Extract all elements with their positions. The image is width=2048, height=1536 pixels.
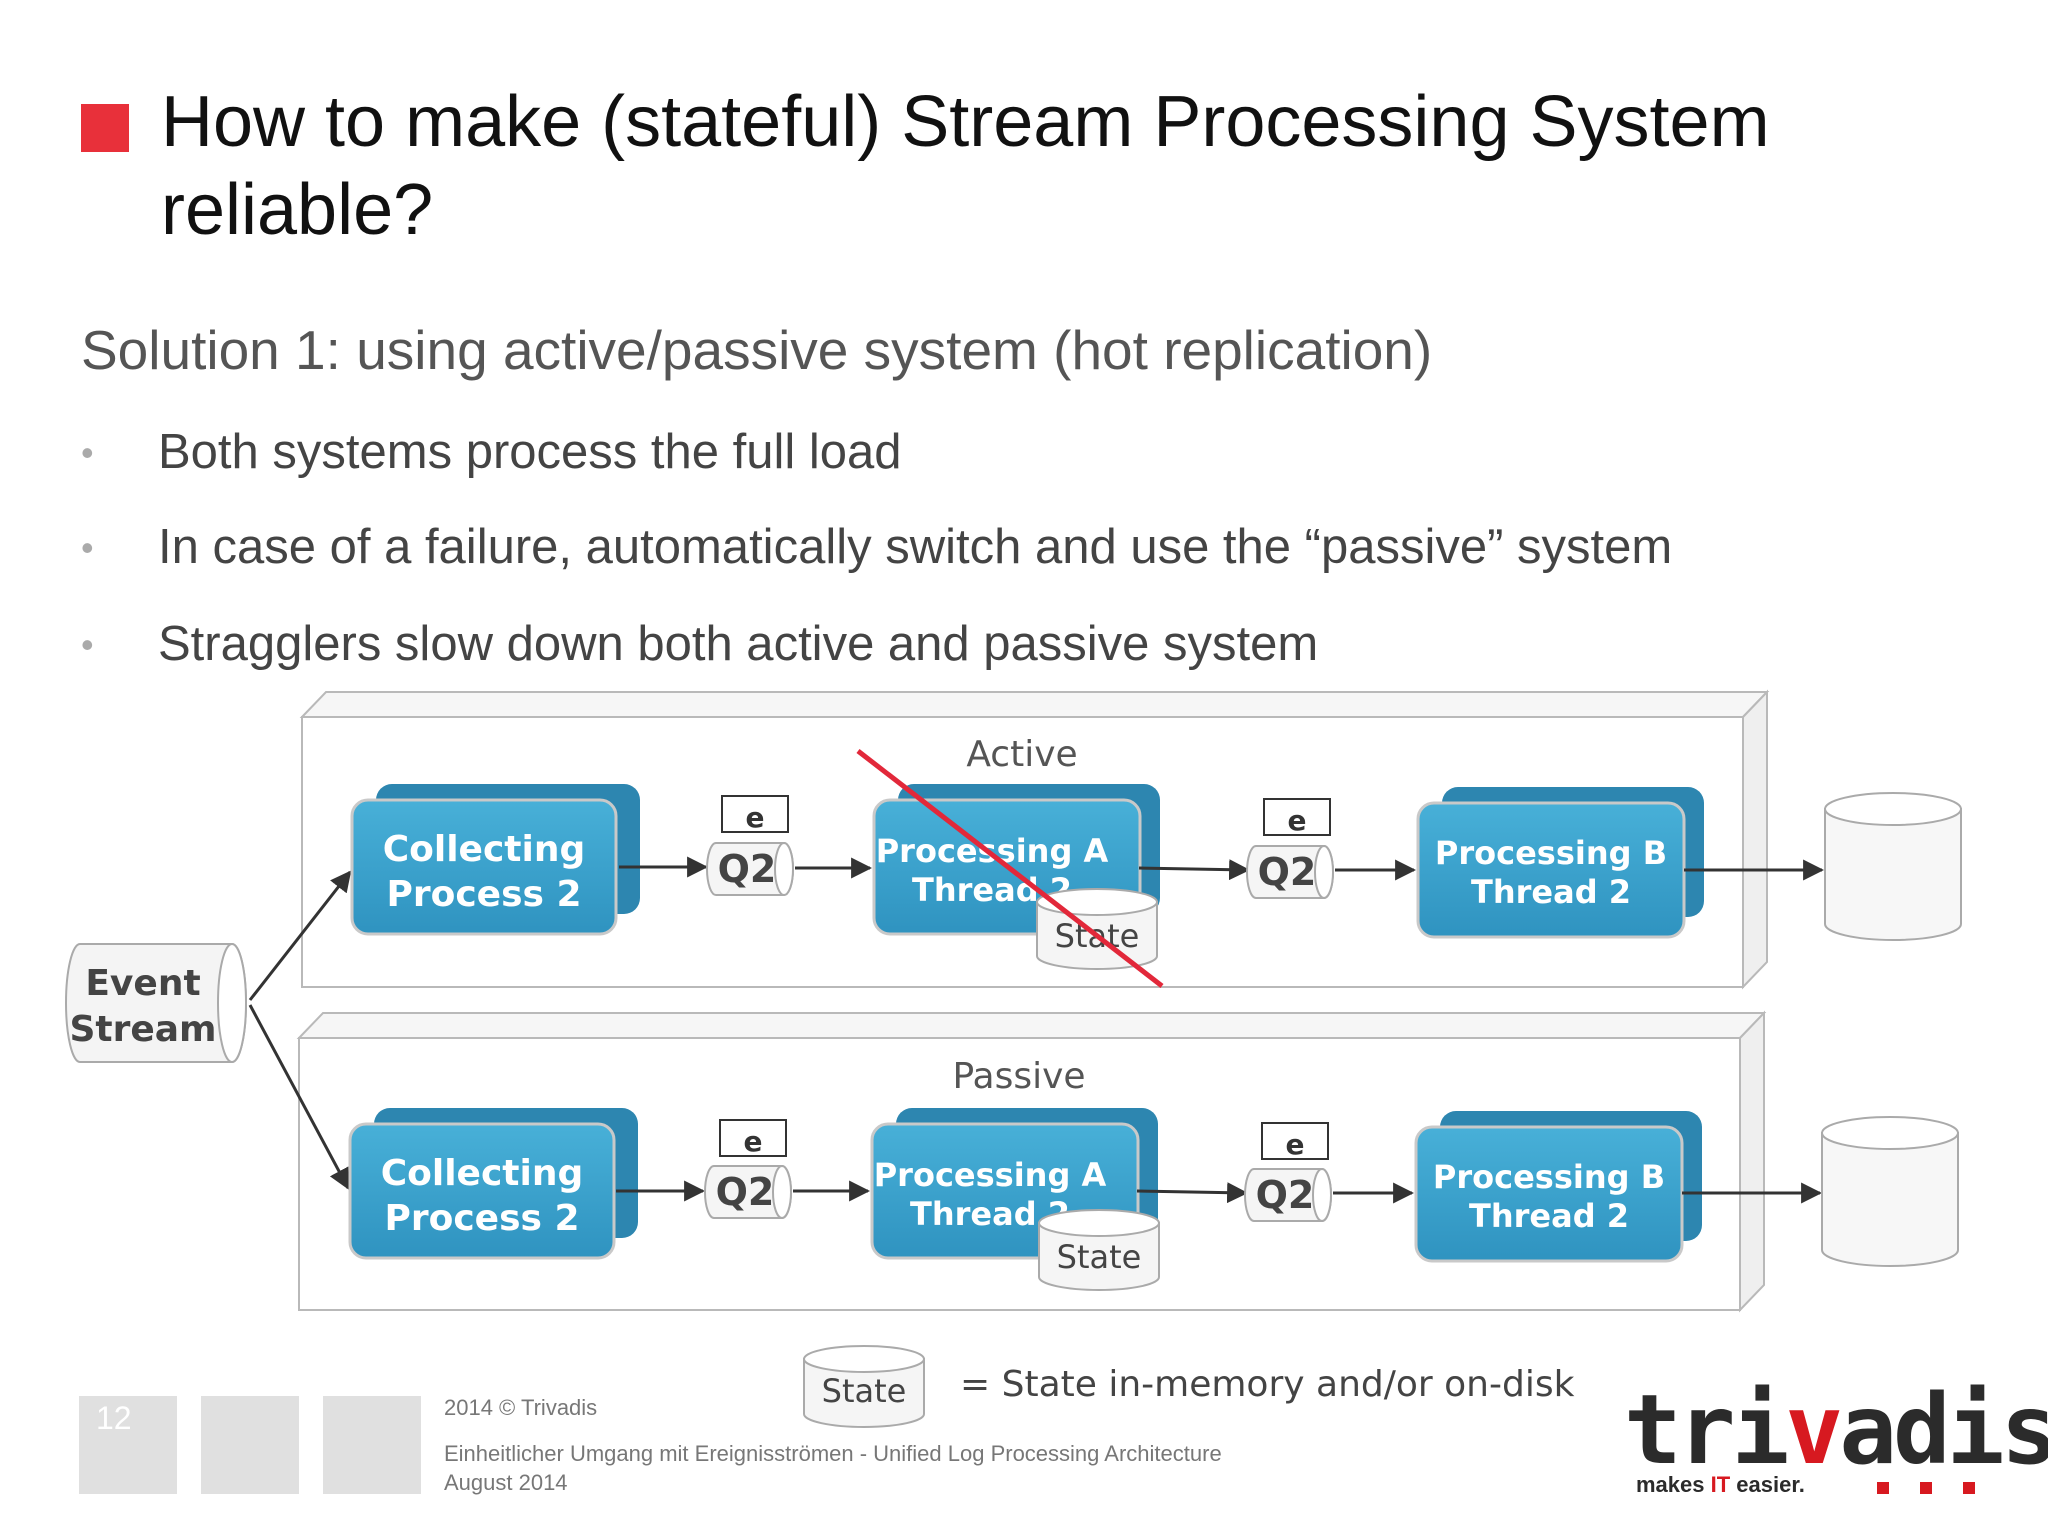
active-proc-b-line2: Thread 2 <box>1471 873 1631 911</box>
event-label: e <box>746 801 765 834</box>
bullet-dot: • <box>81 432 94 473</box>
footer-square <box>323 1396 421 1494</box>
passive-collecting-process: Collecting Process 2 <box>348 1108 638 1260</box>
arrow-to-active <box>248 870 352 1001</box>
passive-queue-2: e Q2 <box>1244 1122 1332 1222</box>
legend-text: = State in-memory and/or on-disk <box>960 1364 1575 1405</box>
page-title: How to make (stateful) Stream Processing… <box>161 82 1770 250</box>
queue-label: Q2 <box>1256 1173 1315 1217</box>
bullet-dot: • <box>81 527 94 568</box>
trivadis-logo: trivadis <box>1624 1374 2048 1486</box>
active-proc-a-line1: Processing A <box>876 832 1109 870</box>
subtitle: Solution 1: using active/passive system … <box>81 319 1433 381</box>
legend-symbol-label: State <box>822 1372 907 1410</box>
logo-dot <box>1877 1482 1889 1494</box>
page-number: 12 <box>96 1400 132 1436</box>
passive-label: Passive <box>952 1056 1085 1097</box>
queue-label: Q2 <box>716 1170 775 1214</box>
active-collect-line2: Process 2 <box>386 874 581 915</box>
active-sink-database <box>1824 792 1962 941</box>
queue-label: Q2 <box>718 847 777 891</box>
passive-proc-b-line1: Processing B <box>1433 1158 1665 1196</box>
arrow <box>1136 1182 1249 1204</box>
footer-square <box>201 1396 299 1494</box>
failure-strike <box>856 749 1164 988</box>
active-label: Active <box>966 734 1077 775</box>
event-label: e <box>1288 804 1307 837</box>
queue-label: Q2 <box>1258 850 1317 894</box>
legend: State = State in-memory and/or on-disk <box>803 1345 1575 1428</box>
active-queue-2: e Q2 <box>1246 798 1334 899</box>
passive-collect-line1: Collecting <box>381 1153 584 1194</box>
bullet-1: Both systems process the full load <box>158 425 902 479</box>
bullet-dot: • <box>81 624 94 665</box>
passive-processing-b: Processing B Thread 2 <box>1414 1111 1702 1263</box>
event-label: e <box>1286 1128 1305 1161</box>
logo-tagline: makes IT easier. <box>1636 1472 1805 1497</box>
title-bullet <box>81 104 129 152</box>
footer-line2: August 2014 <box>444 1470 568 1495</box>
active-state-store: State <box>1036 888 1158 970</box>
passive-state-store: State <box>1038 1209 1160 1291</box>
passive-queue-1: e Q2 <box>704 1119 792 1219</box>
arrow-to-passive <box>248 1004 350 1190</box>
passive-proc-b-line2: Thread 2 <box>1469 1197 1629 1235</box>
bullet-2: In case of a failure, automatically swit… <box>158 520 1673 574</box>
footer-copyright: 2014 © Trivadis <box>444 1395 598 1420</box>
event-stream-source: Event Stream <box>65 943 247 1063</box>
active-collect-line1: Collecting <box>383 829 586 870</box>
logo-dot <box>1920 1482 1932 1494</box>
event-stream-line1: Event <box>85 963 200 1004</box>
logo-dot <box>1963 1482 1975 1494</box>
active-queue-1: e Q2 <box>706 795 794 896</box>
page-number-box <box>79 1396 177 1494</box>
passive-sink-database <box>1821 1116 1959 1267</box>
passive-collect-line2: Process 2 <box>384 1198 579 1239</box>
event-label: e <box>744 1125 763 1158</box>
passive-proc-a-line1: Processing A <box>874 1156 1107 1194</box>
active-collecting-process: Collecting Process 2 <box>350 784 640 936</box>
footer-line1: Einheitlicher Umgang mit Ereignisströmen… <box>444 1441 1222 1466</box>
state-label: State <box>1057 1238 1142 1276</box>
active-proc-b-line1: Processing B <box>1435 834 1667 872</box>
active-processing-b: Processing B Thread 2 <box>1416 787 1704 939</box>
event-stream-line2: Stream <box>69 1009 216 1050</box>
arrow <box>1138 859 1251 881</box>
bullet-3: Stragglers slow down both active and pas… <box>158 617 1319 671</box>
